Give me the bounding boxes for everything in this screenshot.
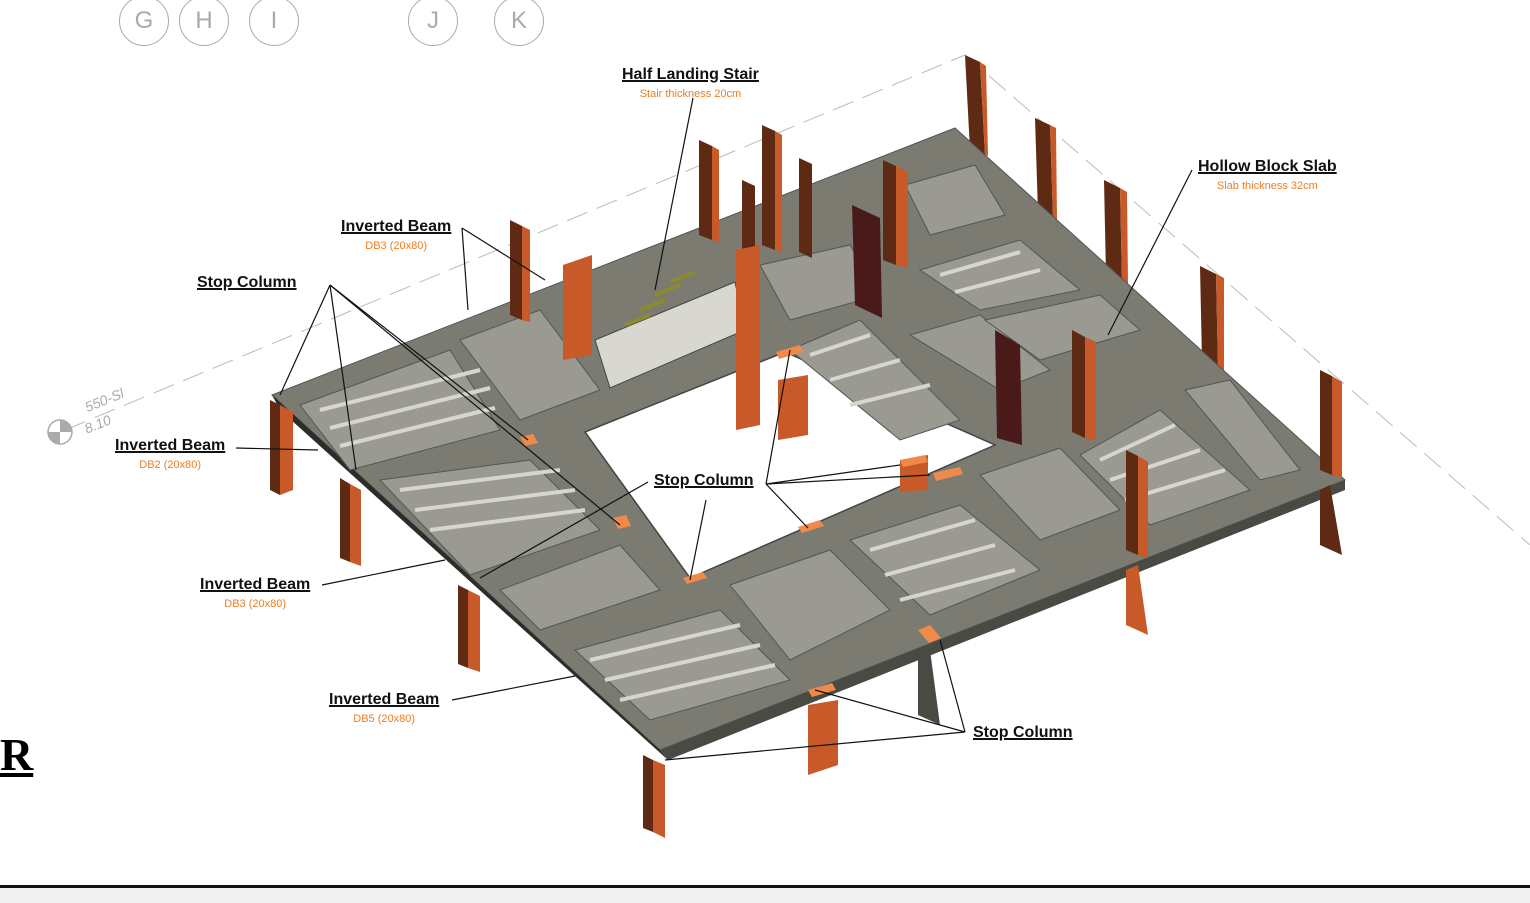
hollow-block-ribs xyxy=(319,250,1226,702)
label-title: Stop Column xyxy=(197,274,297,291)
label-subtitle: DB2 (20x80) xyxy=(139,459,202,471)
label-subtitle: Slab thickness 32cm xyxy=(1216,180,1318,192)
stair-steps xyxy=(624,270,696,327)
label-title: Stop Column xyxy=(654,472,754,489)
columns-back xyxy=(965,55,1224,370)
label-inverted-beam-db3-bottom: Inverted Beam DB3 (20x80) xyxy=(200,576,310,610)
slab-edge-beam xyxy=(272,395,668,760)
label-title: Inverted Beam xyxy=(200,576,311,593)
label-stop-column-center: Stop Column xyxy=(654,472,754,490)
label-title: Hollow Block Slab xyxy=(1198,158,1337,175)
hollow-block-panels xyxy=(299,164,1301,721)
label-subtitle: DB3 (20x80) xyxy=(365,240,428,252)
label-title: Inverted Beam xyxy=(115,437,226,454)
elevation-marker-icon xyxy=(47,419,73,445)
bottom-bar xyxy=(0,888,1530,903)
label-title: Inverted Beam xyxy=(329,691,440,708)
label-hollow-block-slab: Hollow Block Slab Slab thickness 32cm xyxy=(1198,158,1337,192)
label-title: Half Landing Stair xyxy=(622,66,759,83)
grid-bubble-k: K xyxy=(494,0,544,46)
grid-bubble-i: I xyxy=(249,0,299,46)
leader-lines xyxy=(235,97,1193,761)
label-title: Stop Column xyxy=(973,724,1073,741)
grid-bubble-g: G xyxy=(119,0,169,46)
grid-bubble-h: H xyxy=(179,0,229,46)
label-subtitle: DB5 (20x80) xyxy=(353,713,416,725)
columns-front xyxy=(270,125,1342,838)
stop-column-markers xyxy=(520,345,963,697)
sheet-border-line xyxy=(0,885,1530,888)
label-title: Inverted Beam xyxy=(341,218,452,235)
label-subtitle: DB3 (20x80) xyxy=(224,598,287,610)
grid-bubble-j: J xyxy=(408,0,458,46)
label-subtitle: Stair thickness 20cm xyxy=(639,88,742,100)
label-inverted-beam-db3-top: Inverted Beam DB3 (20x80) xyxy=(341,218,451,252)
side-mark: R xyxy=(0,729,34,780)
label-inverted-beam-db5: Inverted Beam DB5 (20x80) xyxy=(329,691,439,725)
label-stop-column-left: Stop Column xyxy=(197,274,297,292)
label-stop-column-right: Stop Column xyxy=(973,724,1073,742)
label-half-landing-stair: Half Landing Stair Stair thickness 20cm xyxy=(622,66,759,100)
label-inverted-beam-db2: Inverted Beam DB2 (20x80) xyxy=(115,437,225,471)
